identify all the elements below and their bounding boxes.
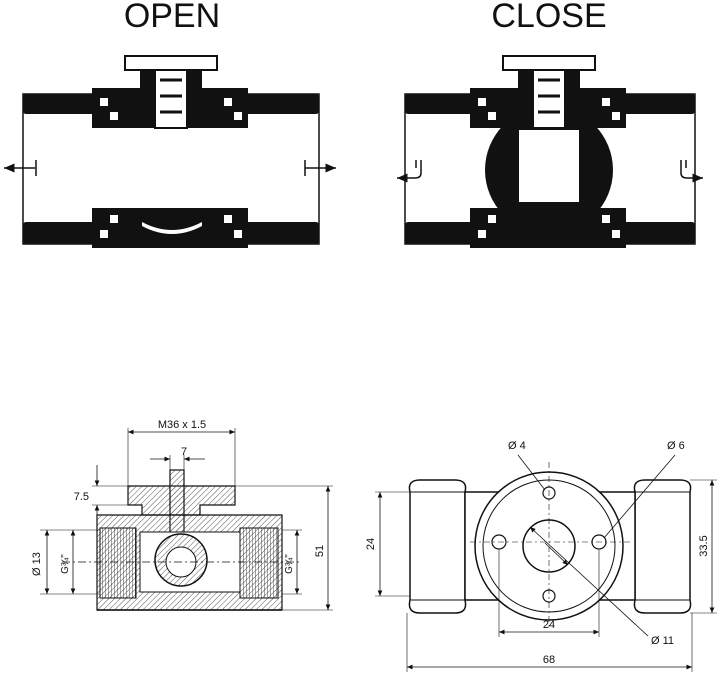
thread-dimension: M36 x 1.5 <box>158 419 206 431</box>
hole-large-dimension: Ø 6 <box>667 440 685 452</box>
close-title: CLOSE <box>491 0 606 35</box>
cross-section-dimensions: M36 x 1.5 7 7.5 Ø 13 G¾" G¾" 51 <box>31 419 333 611</box>
bore-diameter-dimension: Ø 13 <box>31 552 43 576</box>
vertical-24-dimension: 24 <box>365 538 377 550</box>
center-diameter-dimension: Ø 11 <box>651 635 674 647</box>
pipe-thread-left-dimension: G¾" <box>60 554 71 574</box>
open-title: OPEN <box>124 0 220 35</box>
overall-length-dimension: 68 <box>543 654 555 666</box>
valve-top-view <box>408 462 692 630</box>
close-valve-section <box>397 55 703 248</box>
valve-cross-section <box>62 469 300 611</box>
height-33-5-dimension: 33.5 <box>698 535 710 556</box>
hole-small-dimension: Ø 4 <box>508 440 526 452</box>
stem-width-dimension: 7 <box>181 446 187 458</box>
open-valve-section <box>4 55 336 248</box>
top-view-dimensions: Ø 4 Ø 6 24 24 Ø 11 33.5 68 <box>365 440 717 672</box>
overall-height-dimension: 51 <box>314 545 326 557</box>
horizontal-24-dimension: 24 <box>543 619 555 631</box>
top-height-dimension: 7.5 <box>74 491 89 503</box>
pipe-thread-right-dimension: G¾" <box>284 554 295 574</box>
